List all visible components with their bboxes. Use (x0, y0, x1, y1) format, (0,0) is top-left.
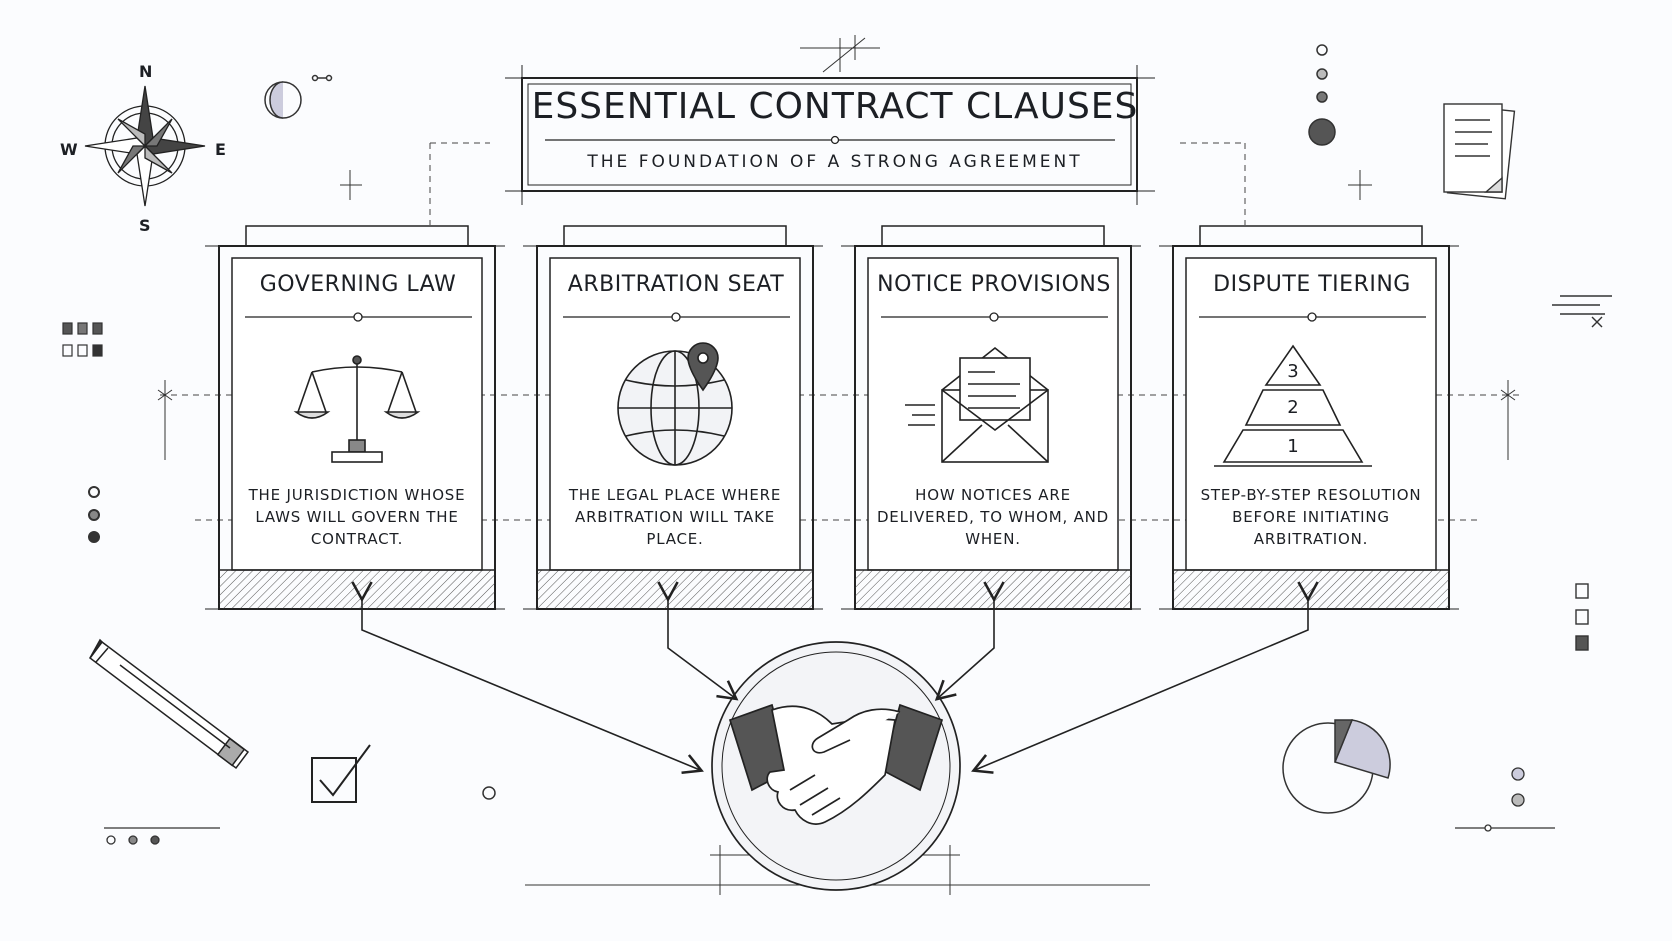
tier-label-3: 3 (1287, 361, 1299, 382)
connector-arrows (351, 581, 1319, 775)
compass-east-label: E (215, 140, 226, 159)
page-title: ESSENTIAL CONTRACT CLAUSES (531, 86, 1139, 127)
card-title-dividers (245, 312, 1426, 322)
card-title-dispute-tiering: DISPUTE TIERING (1213, 272, 1411, 297)
title-frame (505, 65, 1155, 205)
compass-south-label: S (139, 216, 151, 235)
tiered-pyramid-icon (1214, 344, 1372, 467)
compass-north-label: N (139, 62, 153, 81)
moon-circle-icon (264, 74, 333, 119)
small-circle-icon (482, 786, 496, 800)
globe-with-pin-icon (617, 342, 733, 466)
timeline-dots-icon (104, 827, 220, 845)
page-subtitle: THE FOUNDATION OF A STRONG AGREEMENT (587, 152, 1083, 172)
document-pages-icon (1443, 103, 1516, 200)
envelope-letter-icon (905, 346, 1049, 463)
card-desc-arbitration-seat: THE LEGAL PLACE WHERE ARBITRATION WILL T… (568, 486, 782, 548)
card-desc-notice-provisions: HOW NOTICES ARE DELIVERED, TO WHOM, AND … (876, 486, 1110, 548)
card-desc-governing-law: THE JURISDICTION WHOSE LAWS WILL GOVERN … (248, 486, 466, 548)
pencil-icon (88, 638, 250, 770)
dots-left-icon (88, 486, 100, 543)
card-title-arbitration-seat: ARBITRATION SEAT (567, 272, 785, 297)
handshake-icon (711, 641, 961, 891)
checker-squares-icon (62, 322, 103, 357)
squares-right-icon (1575, 583, 1589, 651)
card-title-notice-provisions: NOTICE PROVISIONS (877, 272, 1111, 297)
card-title-governing-law: GOVERNING LAW (259, 272, 457, 297)
compass-rose-icon (84, 85, 206, 207)
compass-west-label: W (60, 140, 78, 159)
speed-lines-icon (1552, 295, 1612, 328)
tier-label-1: 1 (1287, 436, 1299, 457)
dots-bottom-right-icon (1455, 767, 1555, 832)
checkbox-checked-icon (311, 744, 371, 803)
tier-label-2: 2 (1287, 397, 1299, 418)
scales-of-justice-icon (293, 355, 421, 463)
dots-column-icon (1308, 44, 1336, 146)
pie-chart-icon (1282, 719, 1391, 814)
card-desc-dispute-tiering: STEP-BY-STEP RESOLUTION BEFORE INITIATIN… (1200, 486, 1422, 548)
